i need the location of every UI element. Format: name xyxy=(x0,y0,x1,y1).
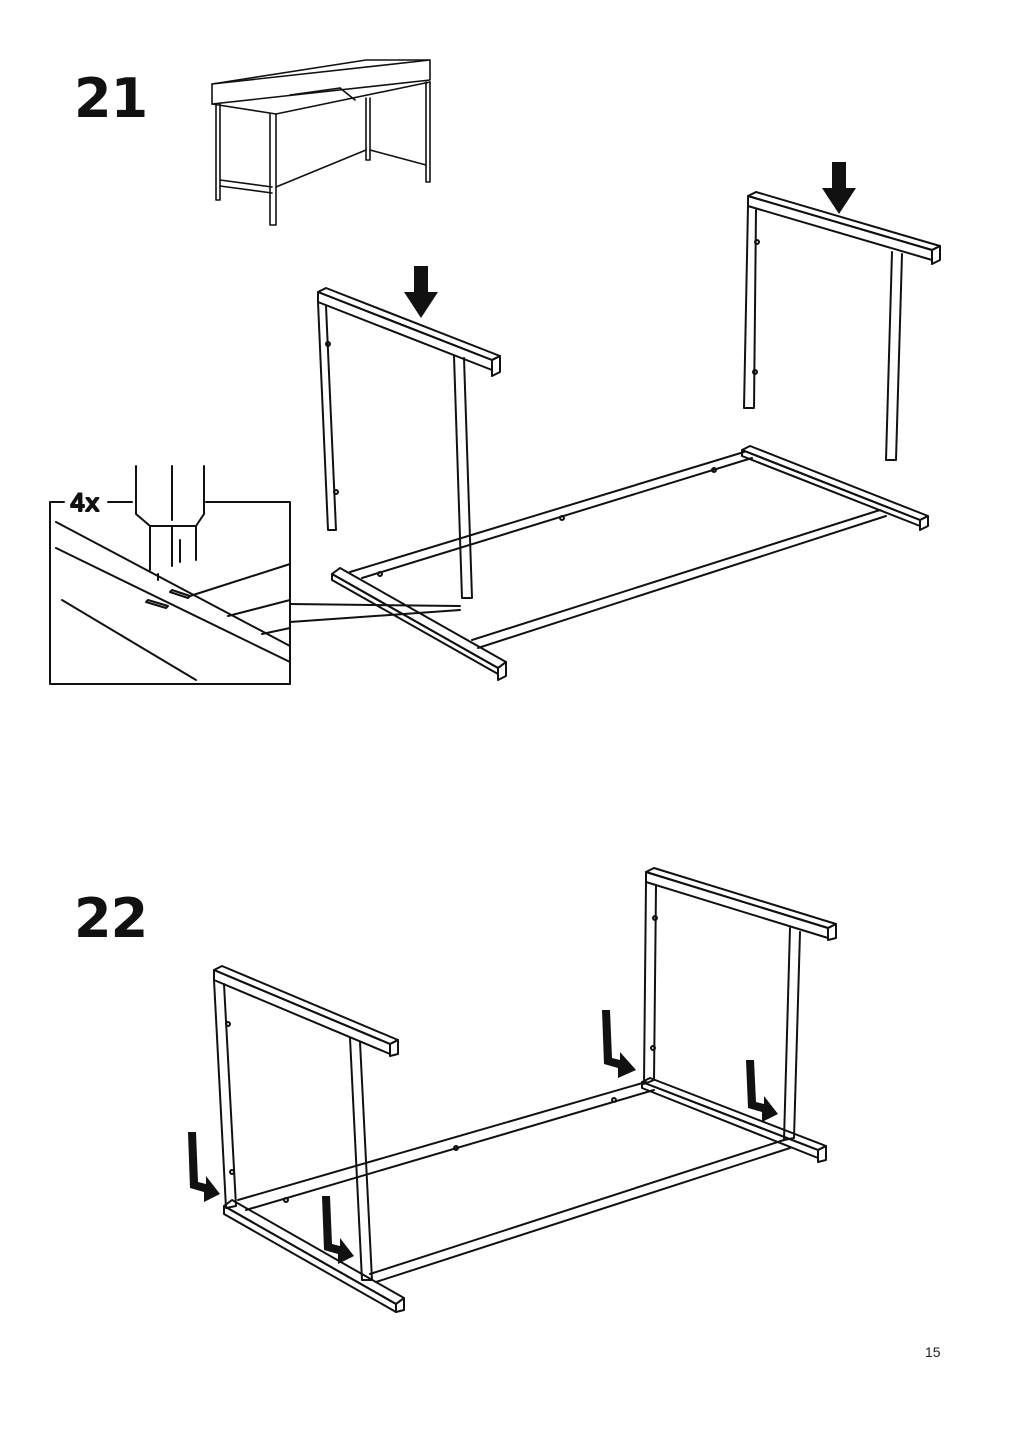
l-arrow-icon xyxy=(188,1132,220,1202)
quantity-label: 4x xyxy=(70,489,99,517)
down-arrow-icon xyxy=(822,162,856,214)
l-arrow-icon xyxy=(746,1060,778,1122)
l-arrow-icon xyxy=(322,1196,354,1264)
detail-callout xyxy=(49,465,461,685)
right-side-frame-22 xyxy=(643,867,837,1141)
finished-desk-thumbnail xyxy=(211,59,431,226)
base-frame-22 xyxy=(223,1077,827,1313)
page-number: 15 xyxy=(925,1344,941,1360)
left-side-frame-22 xyxy=(213,965,399,1281)
down-arrow-icon xyxy=(404,266,438,318)
right-side-frame xyxy=(743,191,941,461)
left-side-frame xyxy=(317,287,501,599)
base-frame xyxy=(331,445,929,681)
step-number-22: 22 xyxy=(74,887,148,950)
step-number-21: 21 xyxy=(74,67,148,130)
l-arrow-icon xyxy=(602,1010,636,1078)
